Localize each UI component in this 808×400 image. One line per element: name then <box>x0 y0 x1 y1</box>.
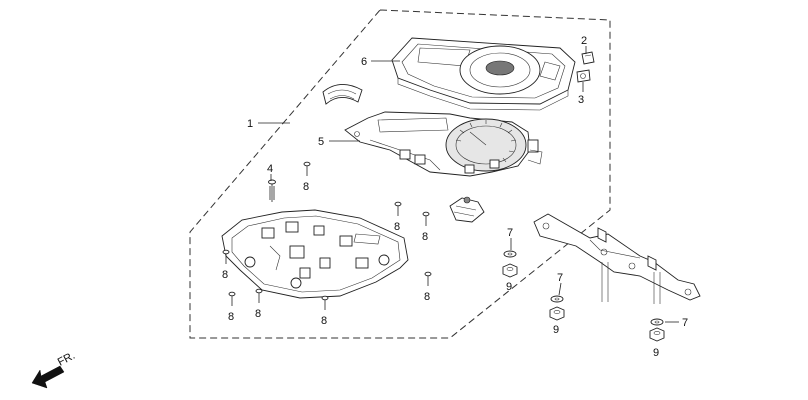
clip-lower <box>576 69 591 83</box>
label-1: 1 <box>247 118 253 130</box>
washer-7c <box>650 318 664 326</box>
label-5: 5 <box>318 136 324 148</box>
screw-8a <box>303 161 311 176</box>
label-9a: 9 <box>506 281 512 293</box>
label-9b: 9 <box>553 324 559 336</box>
label-7c: 7 <box>682 317 688 329</box>
arrow-front-icon <box>31 365 65 389</box>
nut-9a <box>502 263 518 278</box>
label-2: 2 <box>581 35 587 47</box>
label-8g: 8 <box>255 308 261 320</box>
label-8e: 8 <box>424 291 430 303</box>
screw-8e <box>424 271 432 286</box>
label-4: 4 <box>267 163 273 175</box>
direction-label: FR. <box>56 350 77 369</box>
label-7b: 7 <box>557 272 563 284</box>
bulb-socket <box>449 196 485 223</box>
assembly-boundary <box>189 9 611 339</box>
label-8a: 8 <box>303 181 309 193</box>
washer-7a <box>503 250 517 258</box>
label-9c: 9 <box>653 347 659 359</box>
screw-8h <box>321 295 329 310</box>
lens-seal <box>322 84 363 105</box>
leader-lines <box>258 46 679 323</box>
screw-8g <box>255 288 263 303</box>
direction-indicator: FR. <box>31 350 77 389</box>
screw-4 <box>268 179 276 202</box>
label-8d: 8 <box>222 269 228 281</box>
meter-assembly <box>344 111 543 177</box>
label-6: 6 <box>361 56 367 68</box>
meter-cover <box>391 37 576 111</box>
washer-7b <box>550 295 564 303</box>
callout-labels: 1 2 3 4 5 6 7 7 7 8 8 8 8 8 8 8 8 9 9 9 <box>222 35 688 359</box>
label-8h: 8 <box>321 315 327 327</box>
clip-upper <box>581 51 595 65</box>
label-3: 3 <box>578 94 584 106</box>
screw-8f <box>228 291 236 306</box>
nut-9b <box>549 306 565 321</box>
nut-9c <box>649 327 665 342</box>
label-8f: 8 <box>228 311 234 323</box>
screw-8c <box>422 211 430 226</box>
label-8c: 8 <box>422 231 428 243</box>
label-8b: 8 <box>394 221 400 233</box>
meter-bracket <box>533 213 701 304</box>
screw-8d <box>222 249 230 264</box>
screw-8b <box>394 201 402 216</box>
lower-case <box>221 209 409 299</box>
label-7a: 7 <box>507 227 513 239</box>
